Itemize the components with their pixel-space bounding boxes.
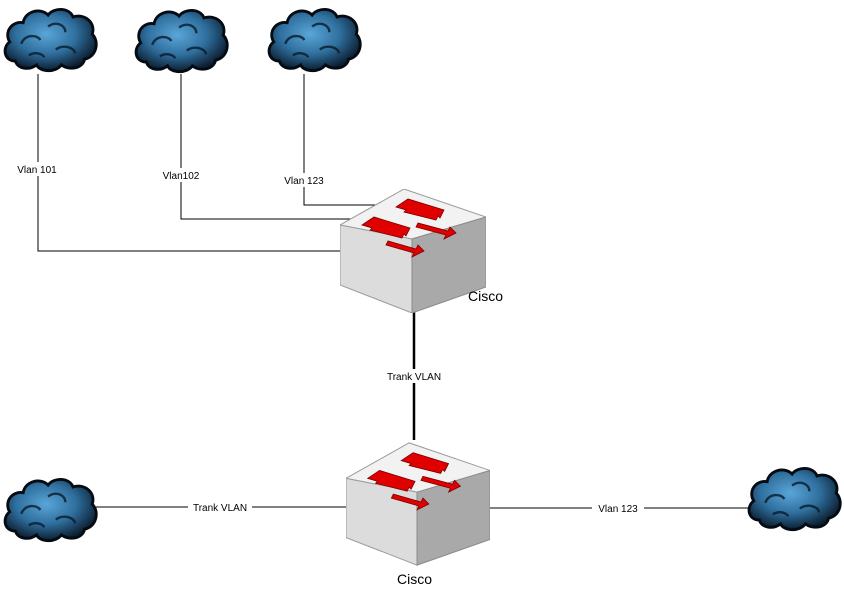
cloud-icon [267,7,362,73]
switch-icon [346,442,490,566]
cloud-icon [747,466,842,532]
link-vlan-123-top [303,74,378,206]
cloud-icon [134,9,229,74]
device-label-bottom-switch: Cisco [397,571,432,587]
label-vlan-102: Vlan102 [163,171,200,182]
link-vlan-101 [37,74,340,252]
device-label-top-switch: Cisco [468,288,503,304]
link-labels: Vlan 101 Vlan102 Vlan 123 Trank VLAN Tra… [12,162,644,515]
label-vlan-123-right: Vlan 123 [598,504,638,515]
cloud-icon [3,477,98,543]
label-vlan-101: Vlan 101 [17,165,57,176]
cloud-icon [3,7,98,73]
switch-icon [340,189,486,313]
link-vlan-102 [180,74,368,220]
label-vlan-123-top: Vlan 123 [284,176,324,187]
label-trunk-left: Trank VLAN [193,503,247,514]
label-trunk-vertical: Trank VLAN [387,372,441,383]
